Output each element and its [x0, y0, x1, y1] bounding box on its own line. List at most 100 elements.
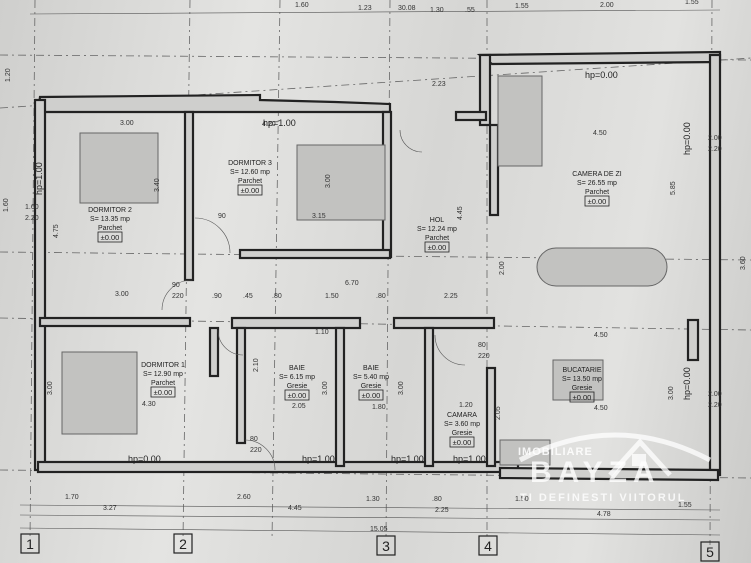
parapet-height-label: hp=0.00 — [682, 122, 692, 155]
dimension-label: 1.30 — [430, 7, 444, 14]
dimension-label: 1.50 — [515, 496, 529, 503]
room-floor-type: Parchet — [151, 380, 175, 387]
level-box — [569, 391, 595, 403]
room-area: S= 26.55 mp — [577, 180, 617, 187]
room-area: S= 6.15 mp — [279, 374, 315, 381]
room-floor-type: Gresie — [572, 385, 593, 392]
dimension-label: 4.45 — [288, 505, 302, 512]
parapet-height-label: hp=1.00 — [302, 454, 335, 464]
dimension-label: 2.00 — [499, 261, 506, 275]
dimension-label: 3.00 — [325, 174, 332, 188]
room-floor-type: Gresie — [361, 383, 382, 390]
room-area: S= 13.35 mp — [90, 216, 130, 223]
room-level: ±0.00 — [154, 388, 173, 397]
room-labels: DORMITOR 2S= 13.35 mpParchet±0.00DORMITO… — [88, 160, 622, 448]
sink-unit — [499, 439, 551, 466]
axis-box — [376, 535, 396, 556]
parapet-height-label: hp=0.00 — [128, 454, 161, 464]
axis-label: 4 — [484, 538, 492, 554]
room-name: CAMARA — [447, 412, 477, 419]
dimension-label: 90 — [172, 282, 180, 289]
room-name: DORMITOR 1 — [141, 362, 185, 369]
room-name: CAMERA DE ZI — [572, 171, 621, 178]
level-box — [97, 231, 123, 243]
room-level: ±0.00 — [288, 391, 307, 400]
dimension-label: 2.10 — [253, 358, 260, 372]
room-area: S= 5.40 mp — [353, 374, 389, 381]
dimension-label: 3.27 — [103, 505, 117, 512]
room-area: S= 12.90 mp — [143, 371, 183, 378]
dimension-label: 1.55 — [515, 3, 529, 10]
room-level: ±0.00 — [241, 186, 260, 195]
dimension-label: 80 — [478, 342, 486, 349]
dimension-label: 4.30 — [142, 401, 156, 408]
level-box — [284, 389, 310, 401]
level-box — [358, 389, 384, 401]
room-label-bucatarie: BUCATARIE S= 13.50 mp Gresie±0.00 — [562, 367, 602, 403]
furniture — [61, 75, 668, 466]
parapet-height-label: hp=1.00 — [34, 162, 44, 195]
dimension-label: 15.05 — [370, 526, 388, 533]
dimension-label: 2.05 — [495, 406, 502, 420]
axis-label: 2 — [179, 536, 187, 552]
room-level: ±0.00 — [573, 393, 592, 402]
dimension-label: .80 — [272, 293, 282, 300]
dimension-label: 2.20 — [25, 215, 39, 222]
dimension-label: 80 — [250, 436, 258, 443]
parapet-height-label: hp=0.00 — [585, 70, 618, 80]
dimension-label: .90 — [212, 293, 222, 300]
dimension-label: .80 — [432, 496, 442, 503]
room-label-dormitor1: DORMITOR 1 S= 12.90 mp Parchet±0.00 — [141, 362, 185, 398]
dimension-label: 1.20 — [459, 402, 473, 409]
dimension-label: 3.00 — [398, 381, 405, 395]
dimension-label: 3.00 — [47, 381, 54, 395]
bed-dormitor3 — [296, 144, 386, 221]
room-name: BUCATARIE — [562, 367, 601, 374]
dimension-label: 2.25 — [444, 293, 458, 300]
dimension-label: 1.20 — [5, 68, 12, 82]
dimension-label: 1.55 — [685, 0, 699, 6]
level-box — [237, 184, 263, 196]
dimension-label: 1.55 — [678, 502, 692, 509]
dimension-label: 2.25 — [435, 507, 449, 514]
room-floor-type: Gresie — [287, 383, 308, 390]
kitchen-table — [552, 359, 604, 401]
dimension-label: 3.00 — [120, 120, 134, 127]
dimension-label: 1.10 — [315, 329, 329, 336]
room-name: BAIE — [363, 365, 379, 372]
dimension-label: 2.20 — [708, 146, 722, 153]
parapet-height-label: hp=1.00 — [453, 454, 486, 464]
dimension-label: 4.75 — [53, 224, 60, 238]
dimension-label: 3.40 — [154, 178, 161, 192]
dimension-label: 1.60 — [25, 204, 39, 211]
room-floor-type: Parchet — [425, 235, 449, 242]
dimension-label: 2.23 — [432, 81, 446, 88]
dimension-label: 4.20 — [262, 121, 276, 128]
level-box — [584, 195, 610, 207]
room-area: S= 13.50 mp — [562, 376, 602, 383]
room-level: ±0.00 — [588, 197, 607, 206]
dimension-label: .80 — [376, 293, 386, 300]
parapet-height-labels: hp=1.00 hp=0.00 hp=0.00 hp=1.00 hp=1.00 hp=1.… — [34, 70, 692, 464]
room-area: S= 12.24 mp — [417, 226, 457, 233]
room-area: S= 3.60 mp — [444, 421, 480, 428]
dimension-label: 1.30 — [366, 496, 380, 503]
walls — [33, 50, 722, 482]
room-floor-type: Parchet — [238, 178, 262, 185]
dimension-label: 3.15 — [312, 213, 326, 220]
room-name: DORMITOR 2 — [88, 207, 132, 214]
axis-label: 5 — [706, 544, 714, 560]
bed-dormitor2 — [79, 132, 159, 204]
parapet-height-label: hp=1.00 — [391, 454, 424, 464]
dimension-label: 3.00 — [322, 381, 329, 395]
dimension-label: 1.60 — [295, 2, 309, 9]
axis-box — [173, 533, 193, 554]
